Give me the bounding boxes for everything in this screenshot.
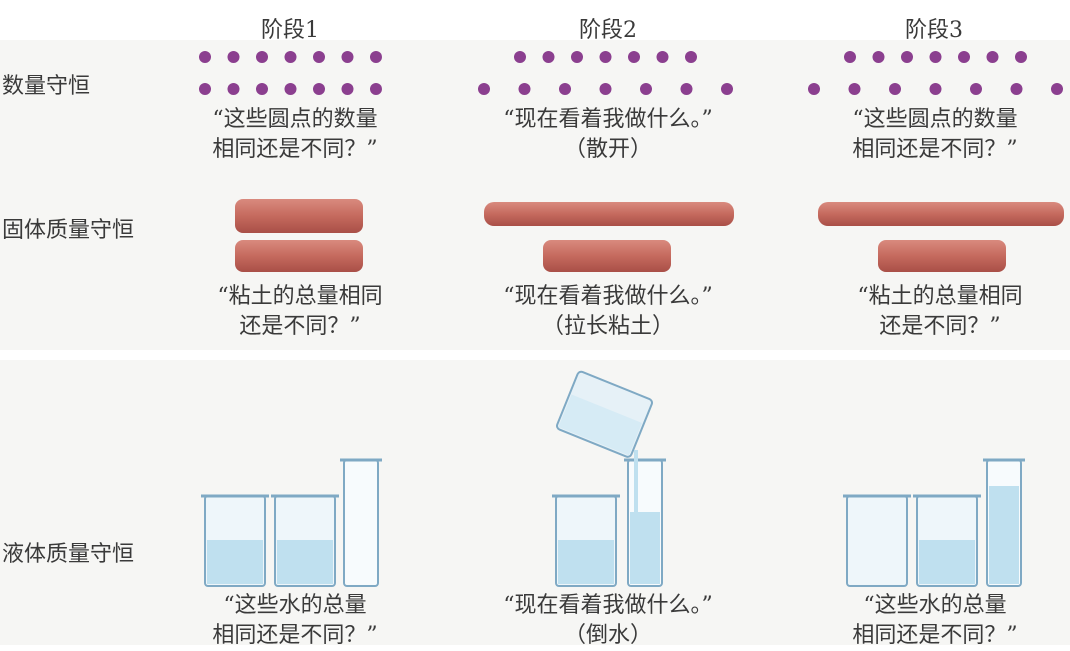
tall-cylinder-stage1-empty <box>340 458 382 587</box>
beaker-stage2 <box>552 494 620 587</box>
dot-stage2-bottom <box>518 83 531 95</box>
beaker-stage3-a <box>843 494 911 587</box>
dot-stage2-top <box>599 51 612 63</box>
dot-stage3-top <box>901 51 913 63</box>
dot-stage1-bottom <box>284 83 297 95</box>
dot-stage2-bottom <box>640 83 652 95</box>
dot-stage2-bottom <box>680 83 693 95</box>
dot-stage1-bottom <box>256 83 268 95</box>
beaker-stage1-a <box>201 494 269 587</box>
tall-cylinder-stage3-full <box>983 458 1025 587</box>
dot-stage2-top <box>656 51 669 63</box>
background-band-number <box>0 40 1070 180</box>
tilted-beaker-pouring <box>556 370 653 458</box>
dot-stage2-top <box>514 51 526 63</box>
dot-stage3-bottom <box>929 83 942 95</box>
dot-stage1-bottom <box>370 83 382 95</box>
dot-stage3-top <box>1015 51 1027 63</box>
dot-stage1-top <box>341 51 354 63</box>
dot-stage1-bottom <box>313 83 325 95</box>
dot-stage1-bottom <box>341 83 354 95</box>
caption-number-stage2: “现在看着我做什么。” （散开） <box>503 107 713 162</box>
clay-stage1 <box>235 199 363 272</box>
stage-3-header: 阶段3 <box>905 18 963 43</box>
dot-stage3-bottom <box>1010 83 1023 95</box>
caption-liquid-stage3: “这些水的总量 相同还是不同？” <box>852 593 1018 648</box>
stage-1-header: 阶段1 <box>261 18 319 43</box>
dot-stage3-bottom <box>808 83 820 95</box>
dot-stage3-top <box>986 51 999 63</box>
clay-ball-top <box>235 199 363 233</box>
dot-stage2-top <box>685 51 697 63</box>
clay-stage2 <box>484 202 734 272</box>
clay-stage3 <box>818 202 1064 272</box>
dot-stage3-bottom <box>848 83 861 95</box>
caption-liquid-stage1: “这些水的总量 相同还是不同？” <box>212 593 378 648</box>
dot-stage2-top <box>571 51 583 63</box>
dot-stage2-bottom <box>478 83 490 95</box>
dot-stage1-top <box>313 51 325 63</box>
dot-stage2-top <box>542 51 555 63</box>
dot-stage1-top <box>284 51 297 63</box>
dot-stage2-bottom <box>559 83 571 95</box>
dot-stage3-top <box>872 51 885 63</box>
beaker-stage1-b <box>271 494 339 587</box>
clay-elongated <box>484 202 734 226</box>
dots-layer <box>199 51 1063 95</box>
caption-solid-stage1: “粘土的总量相同 还是不同？” <box>217 284 383 339</box>
stage-2-header: 阶段2 <box>579 18 637 43</box>
dot-stage2-bottom <box>599 83 612 95</box>
clay-ball-bottom <box>235 240 363 272</box>
caption-liquid-stage2: “现在看着我做什么。” （倒水） <box>503 593 713 648</box>
clay-ball <box>543 240 671 272</box>
tall-cylinder-stage2-filling <box>624 450 666 587</box>
clay-ball <box>878 240 1006 272</box>
dot-stage1-top <box>199 51 211 63</box>
dot-stage3-bottom <box>1051 83 1063 95</box>
dot-stage3-top <box>844 51 856 63</box>
dot-stage3-top <box>958 51 970 63</box>
dot-stage2-bottom <box>721 83 733 95</box>
caption-number-stage3: “这些圆点的数量 相同还是不同？” <box>852 107 1018 162</box>
beaker-stage3-b <box>913 494 981 587</box>
dot-stage1-bottom <box>199 83 211 95</box>
clay-elongated <box>818 202 1064 226</box>
caption-solid-stage2: “现在看着我做什么。” （拉长粘土） <box>503 284 713 339</box>
dot-stage3-top <box>929 51 942 63</box>
dot-stage3-bottom <box>970 83 982 95</box>
caption-solid-stage3: “粘土的总量相同 还是不同？” <box>857 284 1023 339</box>
row-label-liquid: 液体质量守恒 <box>2 542 135 567</box>
dot-stage1-top <box>256 51 268 63</box>
row-label-number: 数量守恒 <box>2 74 91 99</box>
dot-stage1-bottom <box>227 83 240 95</box>
caption-number-stage1: “这些圆点的数量 相同还是不同？” <box>212 107 378 162</box>
dot-stage3-bottom <box>889 83 901 95</box>
dot-stage1-top <box>370 51 382 63</box>
dot-stage1-top <box>227 51 240 63</box>
dot-stage2-top <box>628 51 640 63</box>
row-label-solid: 固体质量守恒 <box>2 218 135 243</box>
